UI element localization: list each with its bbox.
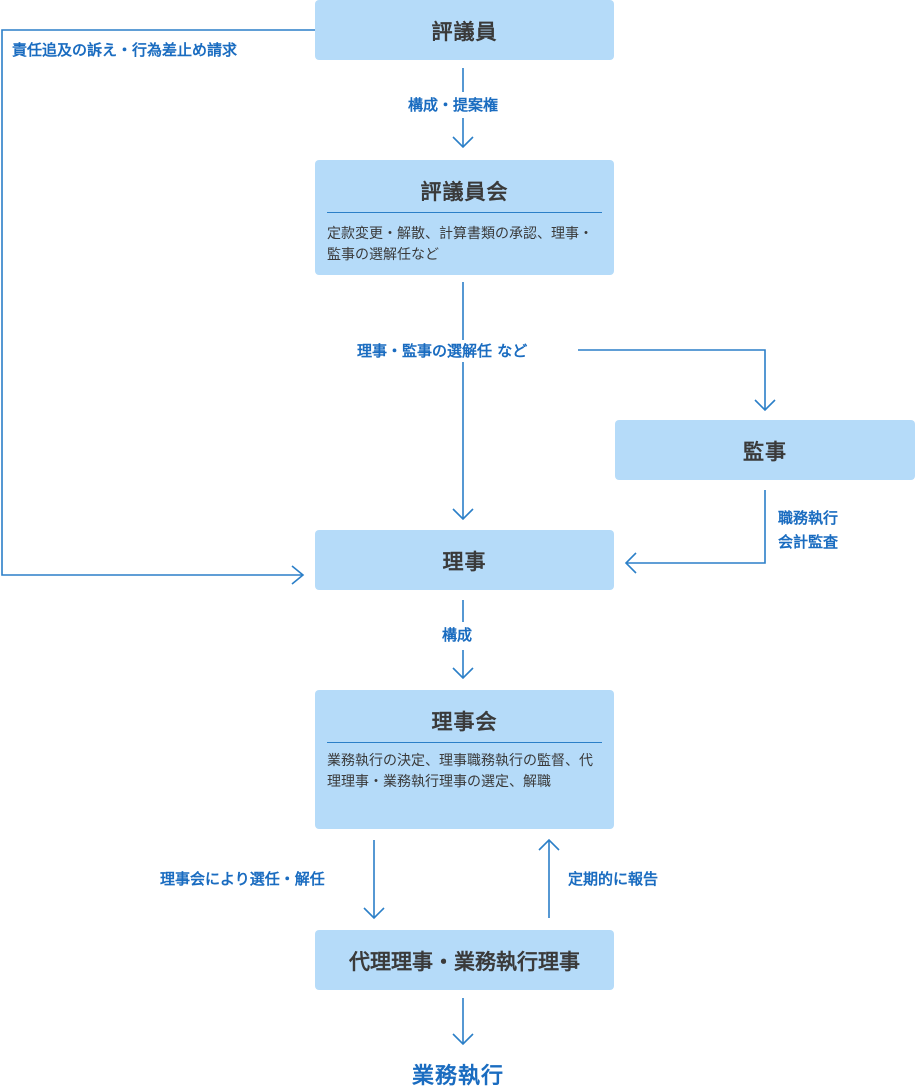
composition-proposal-label: 構成・提案権	[408, 96, 499, 114]
rijikai-box: 理事会 業務執行の決定、理事職務執行の監督、代理理事・業務執行理事の選定、解職	[315, 690, 614, 829]
riji-box: 理事	[315, 530, 614, 590]
rijikai-divider	[327, 742, 602, 743]
responsibility-connector	[1, 29, 315, 576]
appoint-to-kanji-arrowhead	[754, 399, 776, 412]
composition-arrowhead	[452, 667, 474, 680]
responsibility-label: 責任追及の訴え・行為差止め請求	[12, 41, 238, 59]
rijikai-title: 理事会	[431, 710, 498, 734]
hyogiin-box: 評議員	[315, 0, 614, 60]
audit-arrowhead	[624, 552, 637, 574]
elect-arrowhead	[363, 907, 385, 920]
dairi-box: 代理理事・業務執行理事	[315, 930, 614, 990]
execution-arrowhead	[452, 1033, 474, 1046]
hyogiin-title: 評議員	[431, 20, 498, 44]
riji-title: 理事	[442, 550, 487, 574]
hyogiinkai-divider	[327, 212, 602, 213]
regular-report-label: 定期的に報告	[568, 870, 659, 888]
audit-line	[626, 490, 766, 564]
hyogiinkai-box: 評議員会 定款変更・解散、計算書類の承認、理事・監事の選解任など	[315, 160, 614, 275]
elected-by-board-label: 理事会により選任・解任	[160, 870, 325, 888]
rijikai-description: 業務執行の決定、理事職務執行の監督、代理理事・業務執行理事の選定、解職	[327, 753, 593, 790]
composition-proposal-arrowhead	[452, 136, 474, 149]
kanji-box: 監事	[615, 420, 915, 480]
hyogiinkai-title: 評議員会	[420, 180, 509, 204]
audit-label-line2: 会計監査	[778, 533, 839, 551]
report-arrowhead	[538, 838, 560, 851]
composition-label: 構成	[442, 626, 473, 644]
appoint-to-riji-arrowhead	[452, 508, 474, 521]
appoint-to-kanji-line	[578, 349, 766, 410]
kanji-title: 監事	[743, 440, 787, 464]
responsibility-arrowhead	[291, 565, 305, 585]
audit-label-line1: 職務執行	[778, 509, 839, 527]
dairi-title: 代理理事・業務執行理事	[349, 950, 580, 974]
hyogiinkai-description: 定款変更・解散、計算書類の承認、理事・監事の選解任など	[327, 226, 593, 263]
appoint-dismiss-label: 理事・監事の選解任 など	[357, 342, 528, 360]
business-execution-label: 業務執行	[412, 1064, 505, 1089]
